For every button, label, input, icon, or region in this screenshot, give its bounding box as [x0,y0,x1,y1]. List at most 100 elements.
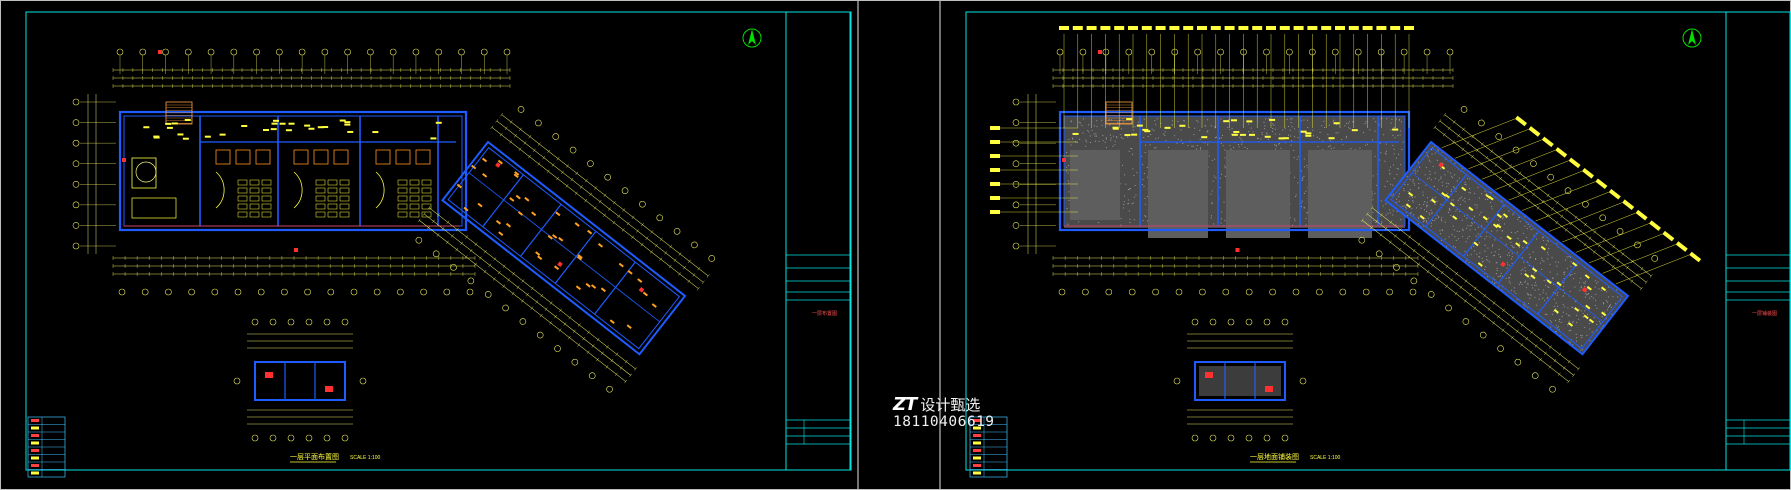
dimension-tick [1480,142,1484,146]
dimension-tick [610,358,614,363]
dimension-tick [1473,286,1477,291]
annotation-mark [1239,133,1246,136]
dimension-tick [1577,367,1580,371]
plan-scale: SCALE 1:100 [1310,455,1341,461]
dimension-tick [1471,154,1474,159]
partition-wall [1537,261,1579,315]
bed-unit [327,195,338,202]
legend-swatch [31,434,39,437]
annotation-mark [558,236,564,242]
leader-line [1455,129,1529,159]
dimension-tick [696,286,700,291]
dimension-tick [427,205,431,210]
annotation-mark [1231,133,1238,136]
annotation-mark [1532,267,1538,273]
dimension-tick [1555,220,1559,225]
dimension-tick [437,213,440,217]
red-marker [1500,261,1506,268]
dimension-tick [584,178,588,183]
table-cluster [313,149,329,165]
dimension-tick [1631,259,1634,264]
grid-axis-bubble [72,160,80,168]
grid-axis-bubble [1393,264,1400,271]
dimension-tick [484,249,487,254]
material-tag [1224,26,1235,30]
dimension-tick [1529,350,1533,354]
dimension-tick [1593,230,1597,234]
grid-axis-bubble [1409,288,1417,296]
dimension-tick [519,127,522,132]
annotation-mark [1333,122,1340,125]
dimension-tick [546,169,550,173]
dimension-tick [1365,212,1369,216]
annotation-mark [1201,136,1208,139]
annotation-mark [182,137,189,140]
dimension-tick [1574,215,1578,220]
dimension-tick [593,206,597,210]
annotation-mark [1124,134,1131,137]
annotation-mark [262,129,269,132]
annotation-mark [456,183,462,189]
dimension-tick [1375,219,1378,223]
annotation-mark [177,133,184,136]
grid-axis-bubble [536,331,544,339]
grid-axis-bubble [1514,358,1522,366]
dimension-tick [1520,323,1524,327]
dimension-tick [523,141,527,145]
annotation-mark [1477,262,1483,267]
grid-axis-bubble [269,434,277,442]
grid-axis-bubble [323,434,331,442]
annotation-mark [1496,213,1502,219]
annotation-mark [1351,129,1358,132]
dimension-tick [1502,308,1505,312]
grid-axis-bubble [1292,288,1300,296]
material-tag [1635,209,1648,221]
legend-swatch [31,426,39,430]
dimension-tick [1560,214,1564,218]
dimension-tick [1445,264,1449,269]
dimension-tick [1527,198,1531,203]
grid-axis-bubble [1512,146,1520,154]
bed-unit [249,211,260,218]
dimension-tick [1513,177,1517,182]
dimension-tick [1482,313,1486,318]
table-cluster [333,149,349,165]
dimension-tick [1532,192,1536,196]
room-tile-area [1148,150,1208,238]
annotation-mark [515,194,521,200]
grid-axis-bubble [1530,160,1537,167]
annotation-mark [637,278,643,283]
annotation-mark [1144,130,1151,133]
grid-axis-bubble [480,48,488,56]
dimension-tick [605,365,609,369]
dimension-tick [474,242,478,247]
dimension-tick [659,237,663,242]
grid-axis-bubble [443,288,451,296]
grid-axis-bubble [1549,385,1556,393]
bed-unit [421,203,432,210]
material-tag [1528,126,1541,137]
material-tag [1210,26,1221,30]
dimension-tick [436,233,440,237]
grid-axis-bubble [327,288,335,296]
dimension-tick [598,199,602,204]
material-tag [1348,26,1359,30]
dimension-tick [492,277,496,281]
dimension-tick [1557,372,1561,376]
bed-unit [339,195,350,202]
dimension-tick [1489,169,1493,173]
dimension-tick [561,170,564,174]
red-marker [557,261,563,268]
dimension-tick [601,351,604,355]
annotation-mark [576,255,583,261]
grid-axis-bubble [72,98,80,106]
dimension-tick [1621,272,1624,276]
annotation-mark [626,324,632,330]
grid-axis-bubble [1400,48,1408,56]
leader-line [1508,170,1583,201]
dimension-tick [568,335,571,340]
bed-unit [409,203,420,210]
grid-axis-bubble [1209,434,1217,442]
annotation-mark [1524,273,1530,278]
grid-axis-bubble [1375,250,1383,258]
